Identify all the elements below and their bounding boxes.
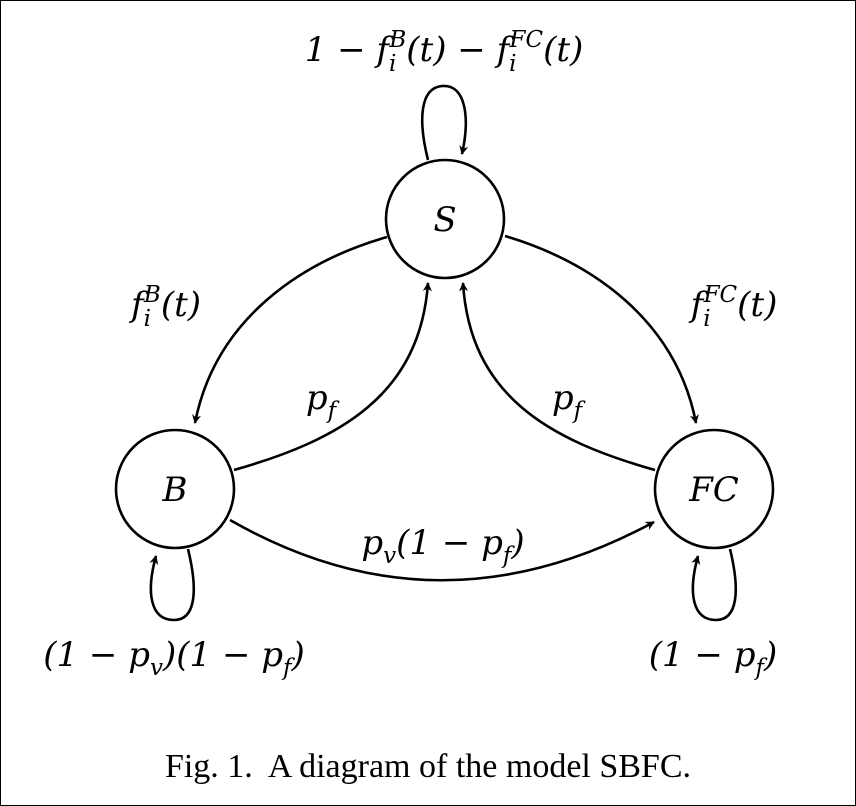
label-b-self: (1 − pv)(1 − pf) [43,635,305,681]
edge-fc-to-s [458,282,656,472]
edge-fc-self-loop [691,548,738,622]
node-s [384,158,506,280]
edge-b-to-s [233,282,432,472]
edge-b-self-loop [149,548,196,622]
label-s-to-b: fiB(t) [128,282,201,332]
edge-s-to-fc [504,234,699,424]
label-s-to-fc: fiFC(t) [688,282,778,332]
node-b [114,428,236,550]
node-b-label: B [162,470,188,510]
node-fc-label: FC [688,470,739,510]
label-fc-to-s: pf [552,378,586,424]
edge-b-to-fc [229,518,655,582]
node-fc [653,428,775,550]
node-s-label: S [433,200,456,240]
label-b-to-fc: pv(1 − pf) [361,523,524,569]
edge-s-self-loop [420,84,469,161]
label-fc-self: (1 − pf) [649,635,778,681]
label-s-self: 1 − fiB(t) − fiFC(t) [305,27,584,77]
figure-caption: Fig. 1. A diagram of the model SBFC. [164,748,692,785]
edge-s-to-b [192,235,388,424]
label-b-to-s: pf [306,378,340,424]
